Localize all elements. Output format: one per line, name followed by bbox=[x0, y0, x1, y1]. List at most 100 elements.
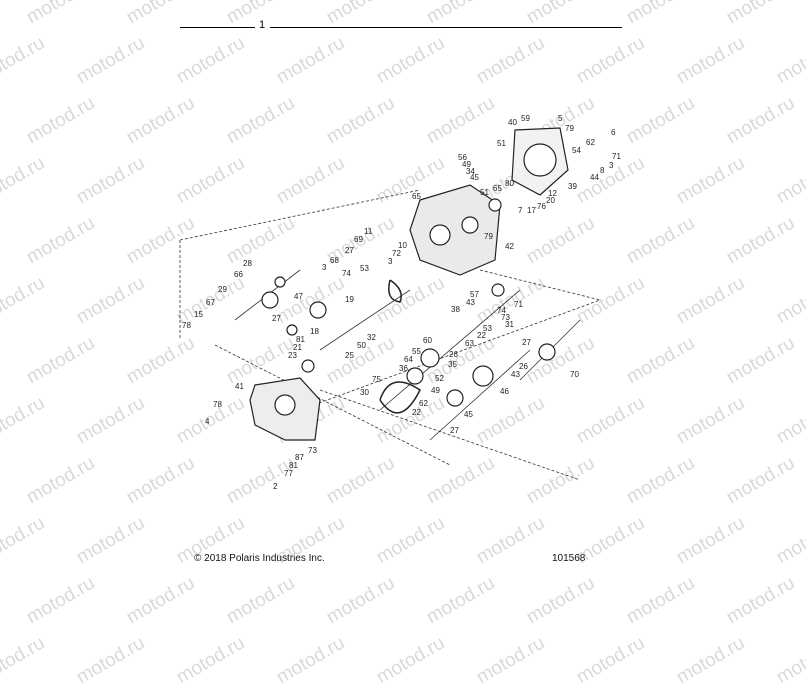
callout-label: 21 bbox=[293, 343, 302, 352]
callout-label: 47 bbox=[294, 292, 303, 301]
callout-label: 20 bbox=[546, 196, 555, 205]
callout-label: 6 bbox=[611, 128, 616, 137]
callout-label: 81 bbox=[296, 335, 305, 344]
copyright-text: © 2018 Polaris Industries Inc. bbox=[194, 553, 325, 564]
callout-label: 43 bbox=[466, 298, 475, 307]
callout-label: 41 bbox=[235, 382, 244, 391]
callout-label: 71 bbox=[514, 300, 523, 309]
callout-label: 60 bbox=[423, 336, 432, 345]
callout-label: 53 bbox=[360, 264, 369, 273]
callout-label: 27 bbox=[272, 314, 281, 323]
gear-66 bbox=[261, 291, 279, 309]
callout-label: 30 bbox=[360, 388, 369, 397]
gear-23 bbox=[301, 359, 315, 373]
callout-label: 78 bbox=[213, 400, 222, 409]
gear-53 bbox=[491, 283, 505, 297]
callout-label: 65 bbox=[412, 192, 421, 201]
exploded-parts-diagram bbox=[179, 127, 601, 481]
callout-label: 55 bbox=[412, 347, 421, 356]
callout-label: 3 bbox=[609, 161, 614, 170]
callout-label: 49 bbox=[431, 386, 440, 395]
title-rule-left bbox=[180, 27, 255, 28]
callout-label: 45 bbox=[470, 173, 479, 182]
callout-label: 43 bbox=[511, 370, 520, 379]
callout-label: 64 bbox=[404, 355, 413, 364]
callout-label: 10 bbox=[398, 241, 407, 250]
callout-label: 22 bbox=[412, 408, 421, 417]
callout-label: 62 bbox=[586, 138, 595, 147]
callout-label: 51 bbox=[497, 139, 506, 148]
callout-label: 79 bbox=[484, 232, 493, 241]
gear-52 bbox=[420, 348, 440, 368]
callout-label: 81 bbox=[289, 461, 298, 470]
title-rule-right bbox=[270, 27, 622, 28]
gear-28 bbox=[274, 276, 286, 288]
callout-label: 42 bbox=[505, 242, 514, 251]
callout-label: 80 bbox=[505, 179, 514, 188]
watermark-text: motod.ru bbox=[673, 632, 749, 689]
diagram-id: 101568 bbox=[552, 553, 586, 564]
callout-label: 5 bbox=[558, 114, 563, 123]
watermark-text: motod.ru bbox=[773, 632, 806, 689]
callout-label: 44 bbox=[590, 173, 599, 182]
callout-label: 54 bbox=[572, 146, 581, 155]
callout-label: 19 bbox=[345, 295, 354, 304]
callout-label: 40 bbox=[508, 118, 517, 127]
watermark-text: motod.ru bbox=[0, 632, 49, 689]
callout-label: 11 bbox=[364, 227, 373, 236]
callout-label: 46 bbox=[500, 387, 509, 396]
chain-75 bbox=[379, 381, 421, 414]
callout-label: 8 bbox=[600, 166, 605, 175]
callout-label: 3 bbox=[388, 257, 393, 266]
callout-label: 35 bbox=[448, 360, 457, 369]
callout-label: 45 bbox=[464, 410, 473, 419]
header-callout-number: 1 bbox=[259, 19, 266, 31]
callout-label: 71 bbox=[612, 152, 621, 161]
callout-label: 77 bbox=[284, 469, 293, 478]
callout-label: 2 bbox=[273, 482, 278, 491]
callout-label: 26 bbox=[449, 350, 458, 359]
watermark-text: motod.ru bbox=[473, 632, 549, 689]
callout-label: 15 bbox=[194, 310, 203, 319]
callout-label: 65 bbox=[493, 184, 502, 193]
callout-label: 51 bbox=[480, 188, 489, 197]
chain-19 bbox=[388, 279, 402, 303]
watermark-text: motod.ru bbox=[273, 632, 349, 689]
gear-65 bbox=[488, 198, 502, 212]
callout-label: 29 bbox=[218, 285, 227, 294]
callout-label: 34 bbox=[466, 167, 475, 176]
callout-label: 59 bbox=[521, 114, 530, 123]
callout-label: 28 bbox=[243, 259, 252, 268]
callout-label: 52 bbox=[435, 374, 444, 383]
callout-label: 63 bbox=[465, 339, 474, 348]
watermark-text: motod.ru bbox=[173, 632, 249, 689]
callout-label: 7 bbox=[518, 206, 523, 215]
callout-label: 62 bbox=[419, 399, 428, 408]
gear-46 bbox=[472, 365, 494, 387]
callout-label: 66 bbox=[234, 270, 243, 279]
gearcase-cover-right bbox=[511, 127, 569, 196]
callout-label: 36 bbox=[399, 364, 408, 373]
callout-label: 73 bbox=[501, 313, 510, 322]
gear-49 bbox=[406, 367, 424, 385]
callout-label: 31 bbox=[505, 320, 514, 329]
callout-label: 4 bbox=[205, 417, 210, 426]
callout-label: 56 bbox=[458, 153, 467, 162]
callout-label: 72 bbox=[392, 249, 401, 258]
callout-label: 39 bbox=[568, 182, 577, 191]
callout-label: 87 bbox=[295, 453, 304, 462]
callout-label: 53 bbox=[483, 324, 492, 333]
callout-label: 79 bbox=[565, 124, 574, 133]
watermark-text: motod.ru bbox=[373, 632, 449, 689]
watermark-text: motod.ru bbox=[573, 632, 649, 689]
callout-label: 23 bbox=[288, 351, 297, 360]
gear-47 bbox=[309, 301, 327, 319]
gear-45 bbox=[446, 389, 464, 407]
callout-label: 69 bbox=[354, 235, 363, 244]
gear-70 bbox=[538, 343, 556, 361]
watermark-text: motod.ru bbox=[73, 632, 149, 689]
callout-label: 73 bbox=[308, 446, 317, 455]
callout-label: 74 bbox=[497, 306, 506, 315]
callout-label: 32 bbox=[367, 333, 376, 342]
callout-label: 38 bbox=[451, 305, 460, 314]
